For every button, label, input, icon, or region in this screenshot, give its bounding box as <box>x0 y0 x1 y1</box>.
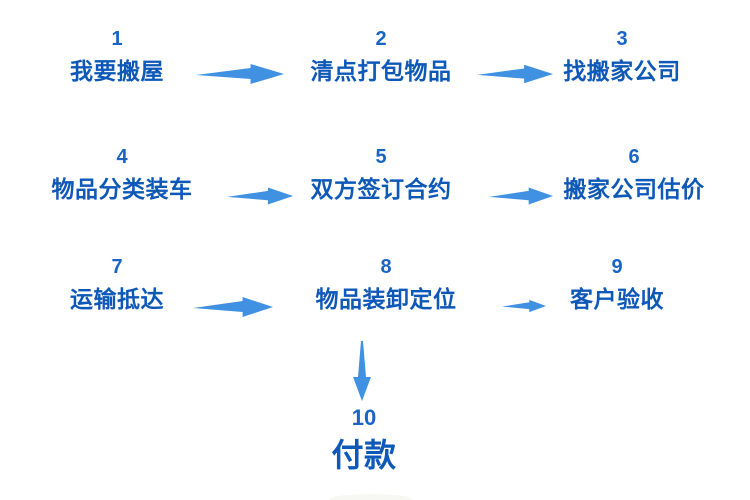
arrow-5-to-6-icon <box>489 185 553 207</box>
step-6-label: 搬家公司估价 <box>563 176 705 202</box>
step-7-number: 7 <box>111 256 123 278</box>
step-4-number: 4 <box>116 146 128 168</box>
step-8-label: 物品装卸定位 <box>315 286 457 312</box>
arrow-2-to-3-icon <box>477 62 553 86</box>
step-10: 10 付款 <box>331 405 396 473</box>
cropped-artifact <box>330 494 412 500</box>
step-8-number: 8 <box>380 256 392 278</box>
step-10-number: 10 <box>351 405 377 430</box>
step-6: 6 搬家公司估价 <box>564 144 705 203</box>
arrow-8-to-10-icon <box>352 341 372 401</box>
step-6-number: 6 <box>628 146 640 168</box>
step-9: 9 客户验收 <box>570 254 664 313</box>
step-3: 3 找搬家公司 <box>563 26 681 85</box>
step-9-label: 客户验收 <box>570 286 664 312</box>
arrow-7-to-8-icon <box>193 294 273 320</box>
step-4: 4 物品分类装车 <box>52 144 193 203</box>
step-7: 7 运输抵达 <box>70 254 164 313</box>
step-5: 5 双方签订合约 <box>311 144 452 203</box>
step-1: 1 我要搬屋 <box>70 26 164 85</box>
step-9-number: 9 <box>611 256 623 278</box>
step-3-number: 3 <box>616 28 628 50</box>
arrow-1-to-2-icon <box>196 61 284 87</box>
step-4-label: 物品分类装车 <box>51 176 193 202</box>
step-5-label: 双方签订合约 <box>310 176 452 202</box>
step-1-number: 1 <box>111 28 123 50</box>
step-3-label: 找搬家公司 <box>563 58 681 84</box>
arrow-4-to-5-icon <box>227 185 293 207</box>
step-8: 8 物品装卸定位 <box>316 254 457 313</box>
arrow-8-to-9-icon <box>502 298 546 314</box>
step-2-label: 清点打包物品 <box>310 58 452 84</box>
step-1-label: 我要搬屋 <box>70 58 164 84</box>
step-7-label: 运输抵达 <box>70 286 164 312</box>
step-2-number: 2 <box>375 28 387 50</box>
step-2: 2 清点打包物品 <box>311 26 452 85</box>
step-10-label: 付款 <box>331 437 397 473</box>
step-5-number: 5 <box>375 146 387 168</box>
